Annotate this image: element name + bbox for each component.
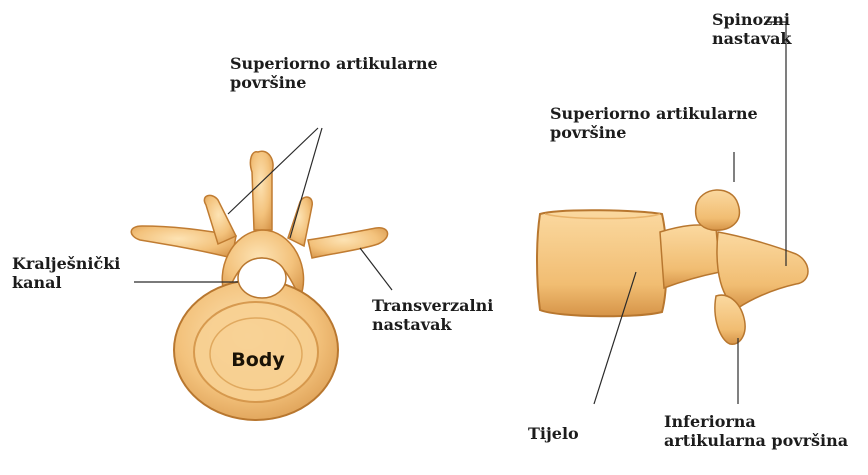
label-spinous-process-line2: nastavak [712, 29, 792, 48]
pedicle-side [660, 225, 720, 288]
label-inferior-articular: Inferiorna artikularna površina [664, 412, 848, 450]
label-inferior-articular-line2: artikularna površina [664, 431, 848, 450]
label-superior-articular-right: Superiorno artikularne površine [550, 104, 758, 142]
body-center-label: Body [231, 349, 285, 371]
label-transverse-process-line1: Transverzalni [372, 296, 493, 315]
label-superior-articular-right-line2: površine [550, 123, 758, 142]
label-spinous-process: Spinozni nastavak [712, 10, 792, 48]
leader-transverse [360, 248, 392, 290]
right-transverse-process [308, 228, 388, 258]
vertebral-body-side [537, 210, 667, 316]
vertebra-top-view: Body [131, 151, 387, 420]
label-body-side: Tijelo [528, 424, 579, 443]
label-transverse-process: Transverzalni nastavak [372, 296, 493, 334]
label-transverse-process-line2: nastavak [372, 315, 493, 334]
label-superior-articular-left: Superiorno artikularne površine [230, 54, 438, 92]
label-vertebral-canal-line1: Kralješnički [12, 254, 120, 273]
label-inferior-articular-line1: Inferiorna [664, 412, 848, 431]
superior-articular-process-side [696, 190, 740, 230]
label-spinous-process-line1: Spinozni [712, 10, 792, 29]
vertebra-side-view [537, 190, 808, 344]
spinous-process-top [250, 151, 273, 230]
label-vertebral-canal: Kralješnički kanal [12, 254, 120, 292]
label-superior-articular-left-line1: Superiorno artikularne [230, 54, 438, 73]
label-superior-articular-left-line2: površine [230, 73, 438, 92]
label-vertebral-canal-line2: kanal [12, 273, 120, 292]
spinous-process-side [717, 232, 808, 308]
vertebral-canal-opening [238, 258, 286, 298]
label-superior-articular-right-line1: Superiorno artikularne [550, 104, 758, 123]
